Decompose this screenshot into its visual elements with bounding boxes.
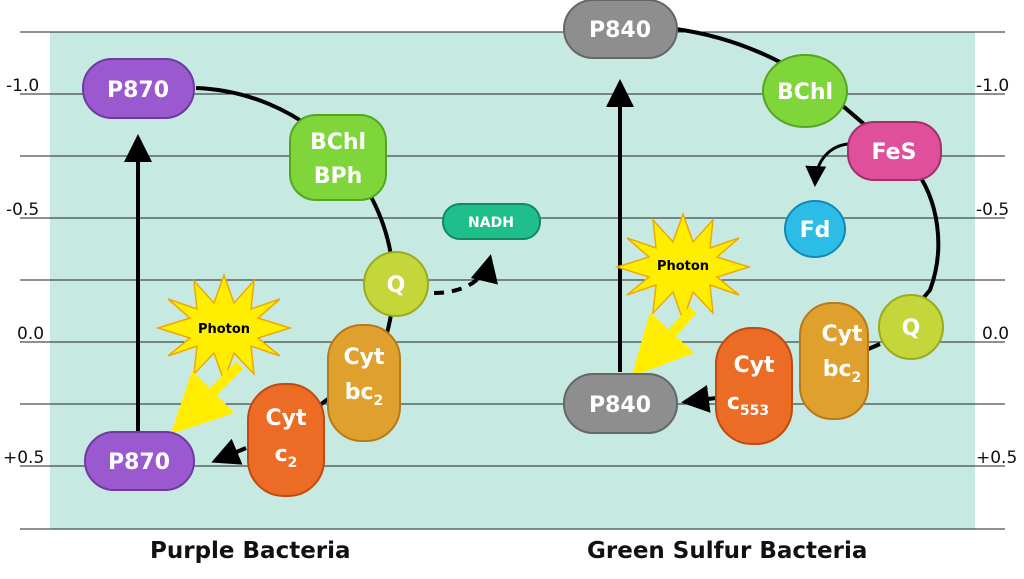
purple-q-label: Q <box>387 273 406 298</box>
purple-cyt-bc2-node <box>327 324 401 442</box>
left-axis-label-plus-0-5: +0.5 <box>3 448 44 468</box>
purple-bacteria-caption: Purple Bacteria <box>150 538 351 564</box>
green-sulfur-bacteria-pathway: Photon P840 P840 BChl FeS Fd Q Cyt bc2 C… <box>563 0 944 445</box>
fes-to-fd-arrow <box>805 142 849 187</box>
left-axis-label-0: 0.0 <box>17 324 44 344</box>
purple-cyt-c2-node <box>247 383 325 497</box>
purple-bchl-label: BChl <box>310 130 366 155</box>
purple-cyt-bc2-line1: Cyt <box>343 345 384 370</box>
purple-bph-label: BPh <box>314 164 363 189</box>
purple-cytc2-to-p870-arrow <box>211 438 247 465</box>
purple-cyt-c2-line2: c2 <box>275 442 298 471</box>
purple-cyt-c2-line1: Cyt <box>265 406 306 431</box>
green-cyt-c553-node <box>715 327 793 445</box>
right-axis-label-minus-0-5: -0.5 <box>976 200 1009 220</box>
green-p840-top-node <box>563 0 678 59</box>
green-sulfur-bacteria-caption: Green Sulfur Bacteria <box>587 538 868 564</box>
left-axis-label-minus-1: -1.0 <box>6 76 39 96</box>
green-q-label: Q <box>902 316 921 341</box>
green-q-node <box>878 294 944 360</box>
green-cyt-bc2-line1: Cyt <box>821 322 862 347</box>
green-p840-bottom-node <box>563 373 678 434</box>
green-electron-flow-curve <box>675 27 941 304</box>
fes-node <box>847 121 942 181</box>
purple-p870-top-label: P870 <box>107 78 169 103</box>
green-cyt-c553-line1: Cyt <box>733 353 774 378</box>
left-axis-label-minus-0-5: -0.5 <box>6 200 39 220</box>
purple-photon-label: Photon <box>198 322 250 337</box>
fd-node <box>784 200 846 258</box>
purple-p870-bottom-node <box>84 431 195 491</box>
nadh-node <box>442 203 541 240</box>
green-photon-label: Photon <box>657 259 709 274</box>
green-bchl-label: BChl <box>777 80 833 105</box>
right-axis-label-plus-0-5: +0.5 <box>976 448 1017 468</box>
green-p840-bottom-label: P840 <box>589 393 651 418</box>
right-axis-label-minus-1: -1.0 <box>976 76 1009 96</box>
green-cyt-c553-line2: c553 <box>727 390 769 419</box>
purple-bchl-bph-node <box>289 114 387 201</box>
green-p840-top-label: P840 <box>589 18 651 43</box>
green-cyt-bc2-line2: bc2 <box>823 357 862 386</box>
purple-q-node <box>363 251 429 317</box>
purple-p870-bottom-label: P870 <box>108 450 170 475</box>
green-bchl-node <box>762 54 848 128</box>
purple-p870-top-node <box>82 58 195 119</box>
purple-photon-arrow <box>170 361 244 435</box>
fd-label: Fd <box>800 218 831 243</box>
green-cyt-bc2-node <box>799 302 869 420</box>
right-axis-label-0: 0.0 <box>982 324 1009 344</box>
purple-bacteria-pathway: Photon P870 P870 BChl BPh NADH Q Cyt bc2… <box>82 58 541 497</box>
green-photon-arrow <box>631 306 697 377</box>
green-cytc553-to-p840-arrow <box>681 385 717 413</box>
nadh-label: NADH <box>468 215 514 231</box>
q-to-nadh-dashed-arrow <box>433 254 498 295</box>
purple-cyt-bc2-line2: bc2 <box>345 380 384 409</box>
fes-label: FeS <box>872 140 917 165</box>
